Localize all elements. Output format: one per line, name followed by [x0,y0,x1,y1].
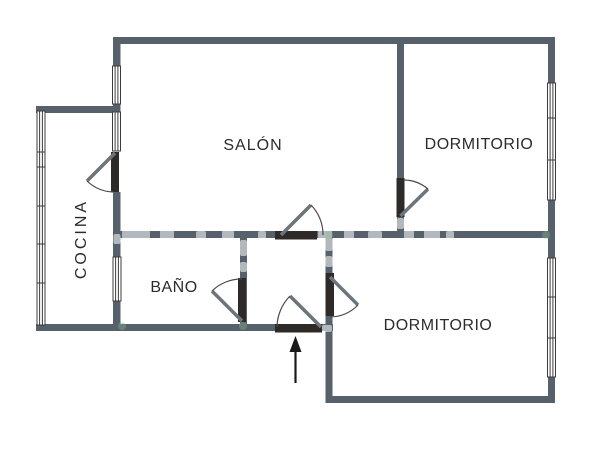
window-dormitorio2-right [547,257,556,378]
room-label-bano: BAÑO [150,276,197,296]
door-entrance-bar [275,324,322,333]
door-arcs [86,179,429,328]
door-cocina-bar [111,152,119,192]
junction-tints [118,231,550,330]
wall-right-middle [548,200,555,258]
wall-salon-left-4 [113,300,121,331]
window-cocina-interior-panel [112,111,121,152]
room-label-dormitorio-top: DORMITORIO [425,136,534,153]
door-bano-arc [211,278,243,292]
wall-dormitorio2-left [325,234,333,403]
door-salon-hall-bar [275,231,317,240]
wall-right-upper [548,37,555,83]
door-dormitorio1-leaf [399,187,430,218]
door-leaves [85,151,430,329]
wall-salon-left-3 [113,192,121,258]
door-dormitorio2-leaf [328,275,360,307]
room-label-dormitorio-bottom: DORMITORIO [384,317,493,334]
wall-salon-left-1 [113,37,121,67]
wall-bottom [36,324,333,331]
window-bano-interior-panel [112,256,122,302]
door-bano-leaf [210,289,244,323]
door-entrance-leaf [288,294,323,329]
door-dormitorio1-arc [403,179,429,190]
door-dormitorio1-bar [396,178,405,217]
window-salon-left [112,65,121,105]
windows [36,65,556,378]
room-label-cocina: COCINA [73,199,90,279]
wall-right-lower [548,377,555,403]
door-entrance-arc [276,295,291,328]
window-cocina-left [36,110,46,326]
watermark-patches [113,218,454,332]
wall-dormitorio2-bottom [325,396,555,403]
door-bano-bar [238,278,246,322]
door-bars [111,152,405,333]
door-dormitorio2-bar [325,273,334,316]
door-salon-hall-arc [310,204,324,236]
door-dormitorio2-arc [329,304,359,318]
room-label-salon: SALÓN [223,135,282,154]
wall-top [113,37,555,44]
door-salon-hall-leaf [279,203,313,237]
wall-dormitorio1-left [397,44,404,234]
wall-cocina-top [36,106,120,113]
entrance-arrow-icon [289,336,302,383]
door-cocina-arc [86,180,114,193]
window-dormitorio1-right [547,82,556,201]
door-cocina-leaf [85,151,117,183]
room-labels: SALÓN DORMITORIO COCINA BAÑO DORMITORIO [73,135,533,334]
